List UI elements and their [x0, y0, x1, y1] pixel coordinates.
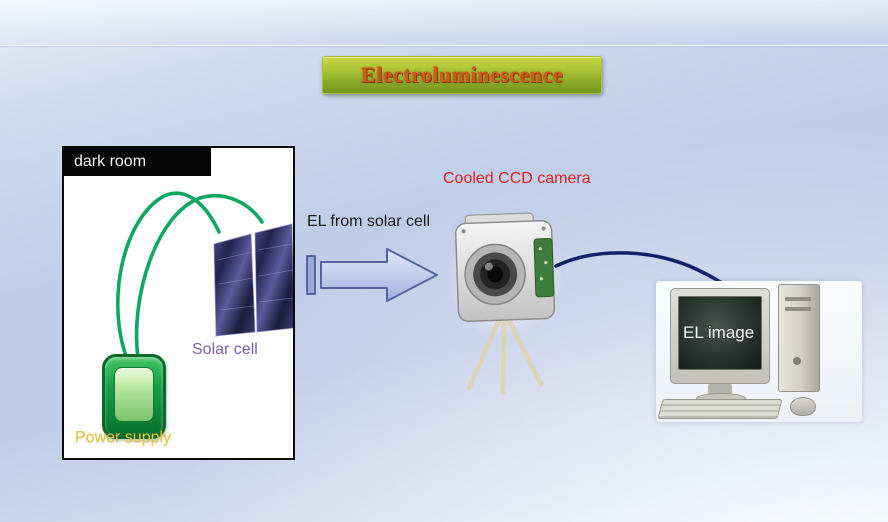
power-wires-graphic [115, 191, 264, 360]
computer-image: EL image [656, 281, 862, 422]
power-supply-label: Power supply [75, 429, 172, 446]
tower-drive-slot [785, 297, 811, 301]
dark-room-label: dark room [74, 152, 147, 170]
wires-and-solar-cell-graphic [115, 191, 293, 360]
power-supply-image [102, 354, 166, 439]
title-banner: Electroluminescence [322, 56, 602, 94]
tripod-legs [466, 317, 544, 395]
tower-drive-slot [785, 307, 811, 311]
divider-line [0, 45, 888, 46]
camera-lens [464, 243, 526, 306]
mouse [790, 397, 816, 416]
solar-cell-image [213, 223, 293, 337]
computer-tower [778, 284, 820, 392]
keyboard [657, 399, 783, 419]
ccd-camera-image [447, 212, 563, 395]
monitor-screen: EL image [678, 296, 762, 370]
slide-title: Electroluminescence [360, 62, 564, 87]
dark-room-label-bar: dark room [63, 147, 211, 176]
arrow-tail-bar [306, 255, 316, 295]
monitor-neck [708, 384, 732, 394]
power-supply-screen [114, 367, 154, 422]
tower-power-button [793, 357, 801, 365]
el-from-solar-cell-label: EL from solar cell [307, 213, 430, 230]
camera-circuit-board [533, 237, 555, 298]
right-arrow-graphic [306, 248, 438, 302]
monitor: EL image [670, 288, 770, 384]
solar-cell-label: Solar cell [192, 341, 258, 358]
ccd-camera-label: Cooled CCD camera [443, 170, 591, 187]
dark-room-box: dark room Solar cell Power supply [62, 146, 295, 460]
background-top-glow [0, 0, 888, 40]
el-image-label: EL image [683, 323, 755, 342]
